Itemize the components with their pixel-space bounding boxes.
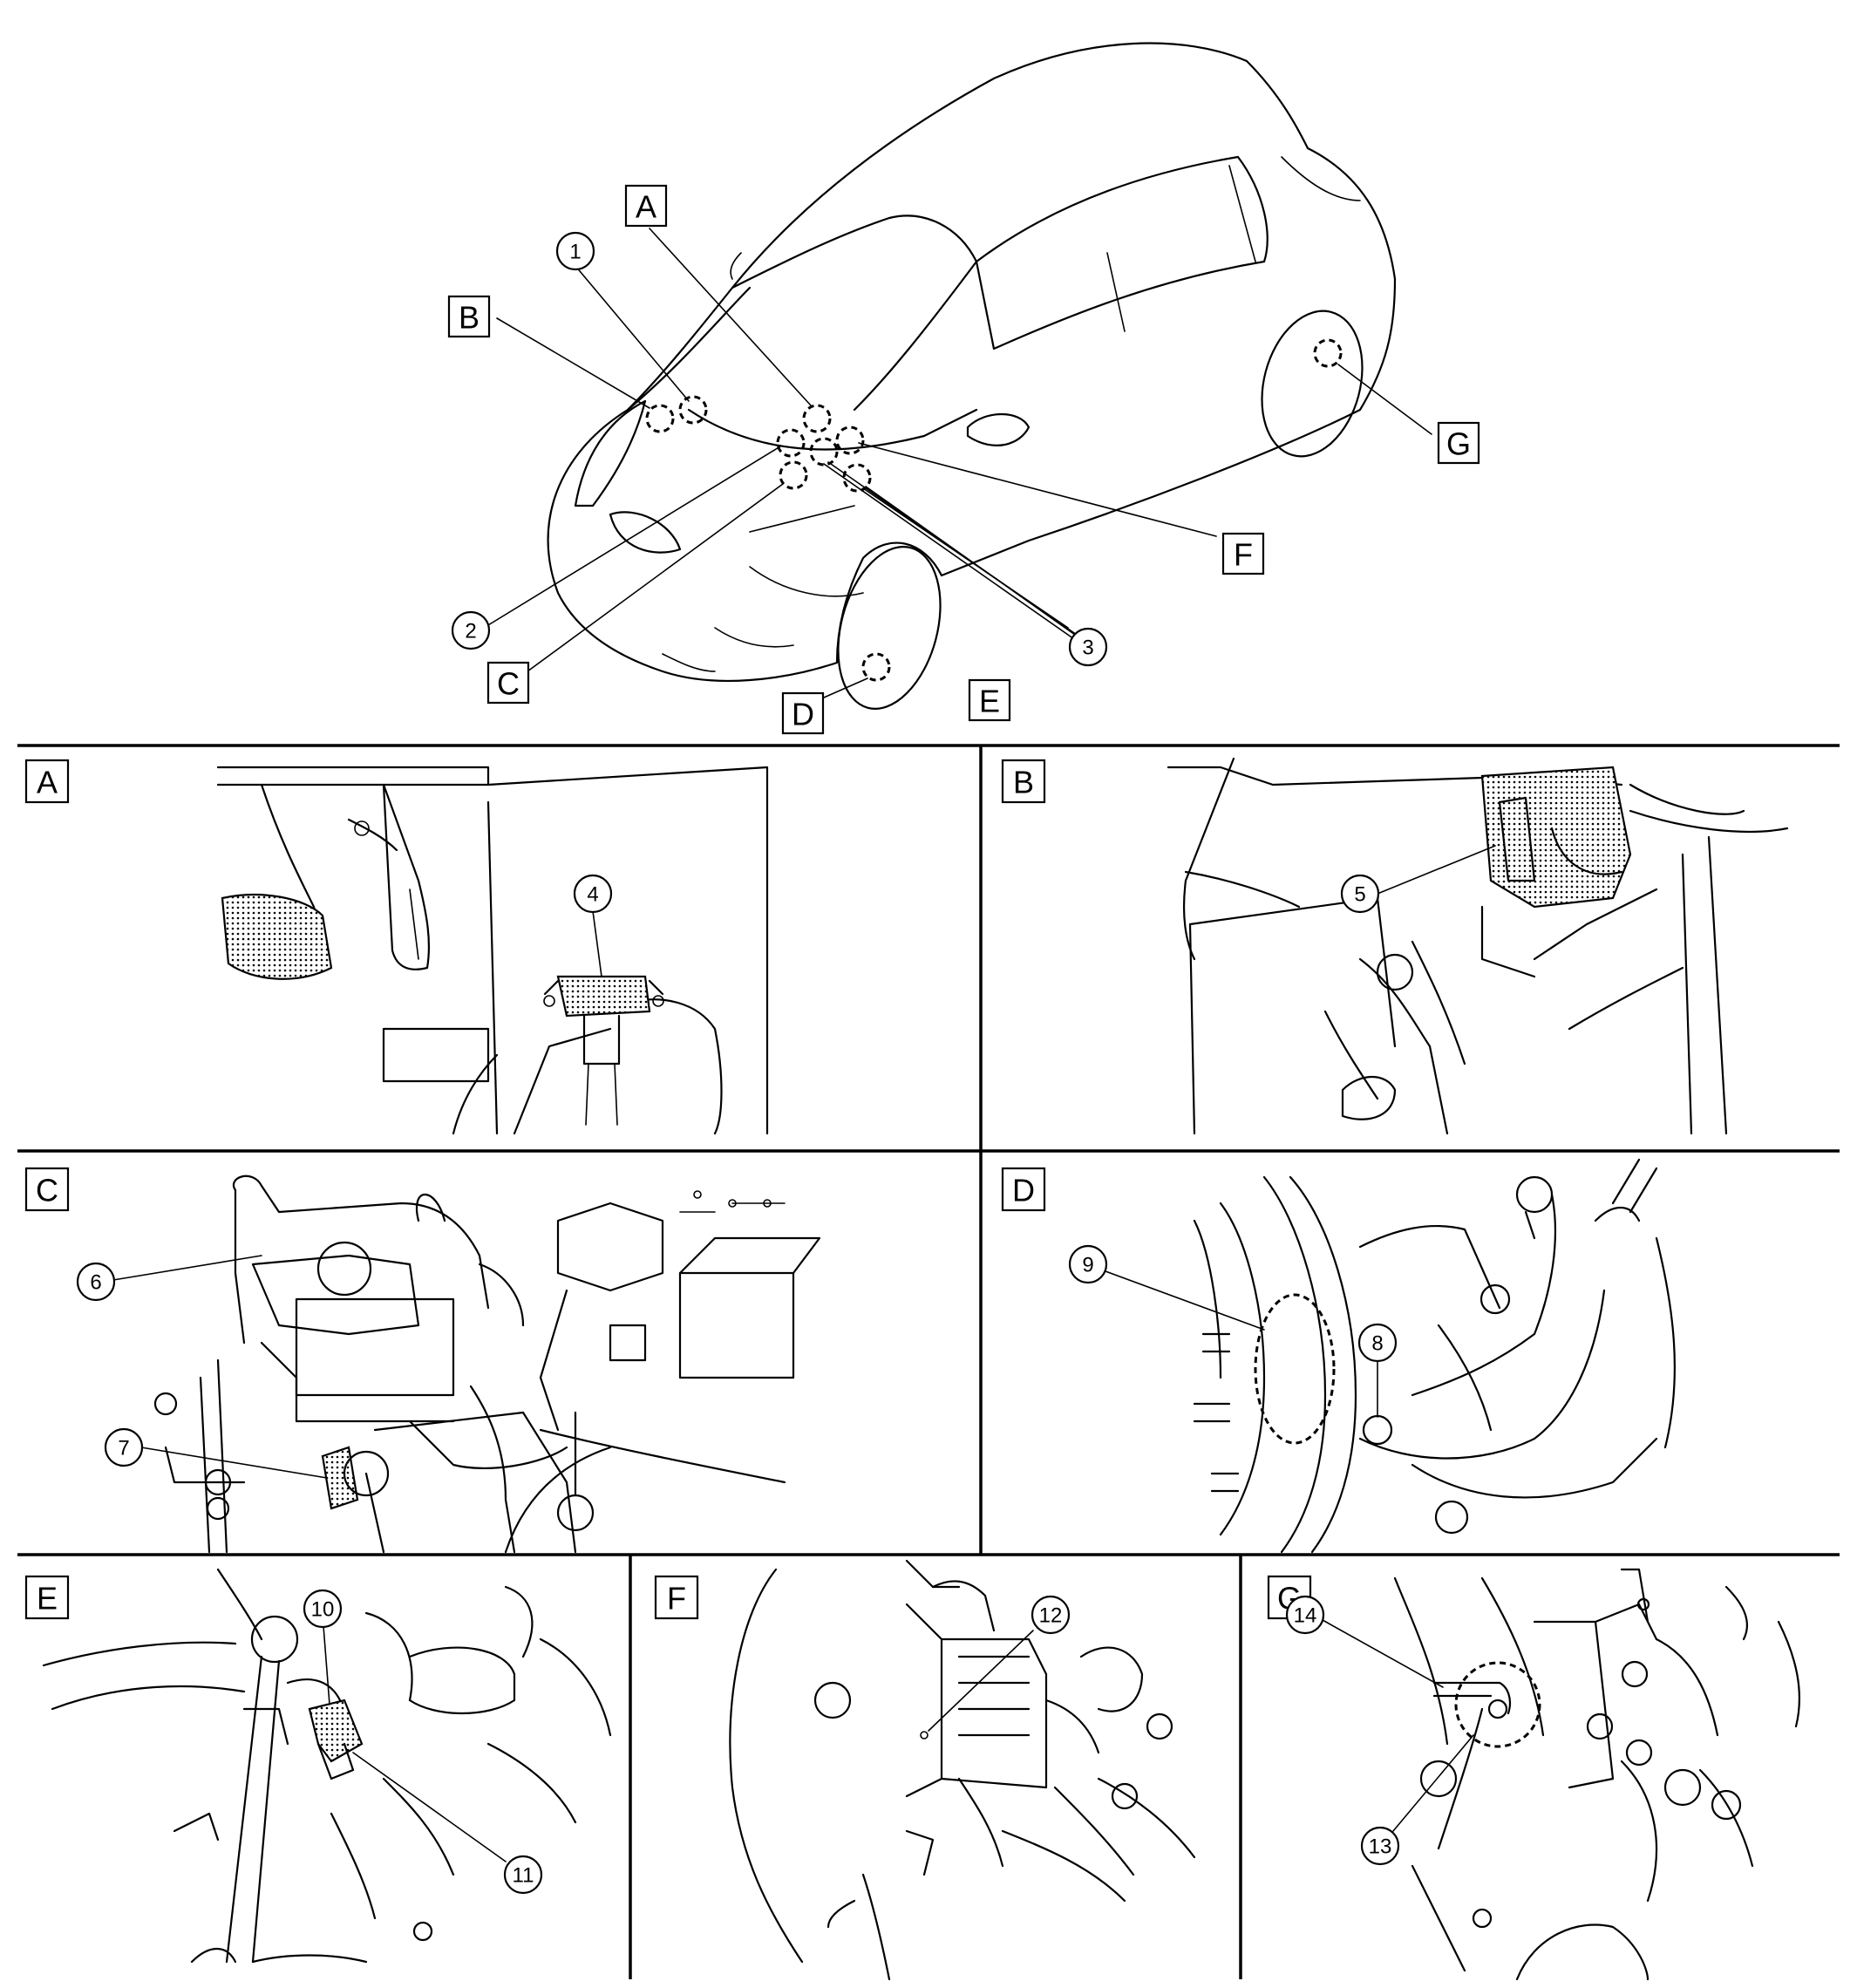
svg-text:C: C — [36, 1173, 58, 1208]
svg-text:4: 4 — [587, 883, 598, 907]
area-label-G: G — [1437, 421, 1480, 465]
svg-text:E: E — [979, 684, 1000, 719]
area-label-E: E — [968, 678, 1011, 722]
svg-text:A: A — [636, 189, 656, 225]
svg-text:5: 5 — [1354, 883, 1365, 907]
svg-text:13: 13 — [1369, 1835, 1392, 1859]
windshield — [731, 214, 978, 412]
part-number-9: 9 — [1068, 1244, 1108, 1284]
svg-text:D: D — [792, 697, 814, 732]
svg-text:F: F — [667, 1581, 686, 1617]
rear-wheel — [1261, 310, 1364, 458]
part-number-13: 13 — [1360, 1826, 1400, 1866]
panel-A: A 4 — [24, 759, 769, 1135]
part-number-5: 5 — [1340, 874, 1380, 914]
hood-line — [687, 408, 978, 451]
panel-E: E 10 11 — [24, 1568, 612, 1964]
svg-text:D: D — [1012, 1173, 1035, 1208]
area-label-A: A — [624, 184, 668, 228]
area-label-D: D — [781, 691, 825, 735]
svg-text:6: 6 — [90, 1271, 101, 1295]
part-number-8: 8 — [1357, 1323, 1398, 1363]
roofline — [626, 286, 752, 412]
part-number-12: 12 — [1031, 1595, 1071, 1635]
headlight — [574, 399, 647, 507]
part-number-10: 10 — [303, 1589, 343, 1629]
svg-text:B: B — [1013, 765, 1034, 800]
door-mirror — [966, 412, 1031, 446]
svg-text:B: B — [459, 300, 480, 336]
svg-text:C: C — [497, 666, 520, 702]
svg-text:14: 14 — [1294, 1604, 1317, 1628]
svg-text:12: 12 — [1039, 1604, 1063, 1628]
svg-text:2: 2 — [465, 620, 476, 643]
area-label-C: C — [486, 661, 530, 705]
part-number-4: 4 — [573, 874, 613, 914]
svg-text:3: 3 — [1082, 637, 1093, 660]
panel-B: B 5 — [1001, 757, 1789, 1135]
panel-C: C — [24, 1167, 821, 1554]
part-number-11: 11 — [503, 1855, 543, 1895]
panel-F: F 12 — [654, 1559, 1196, 1981]
area-label-F: F — [1221, 532, 1265, 575]
svg-text:G: G — [1446, 426, 1471, 462]
panel-D: D 9 8 — [1001, 1158, 1676, 1554]
area-label-B: B — [447, 295, 491, 338]
part-number-2: 2 — [451, 610, 491, 650]
svg-text:10: 10 — [311, 1598, 335, 1622]
svg-text:7: 7 — [118, 1437, 129, 1460]
part-number-6: 6 — [76, 1262, 116, 1302]
svg-text:E: E — [37, 1581, 58, 1617]
part-number-7: 7 — [104, 1427, 144, 1467]
panel-grid — [17, 744, 1840, 1979]
part-number-14: 14 — [1285, 1595, 1325, 1635]
svg-text:1: 1 — [569, 241, 581, 264]
svg-text:A: A — [37, 765, 58, 800]
panel-G: G 14 13 — [1267, 1568, 1801, 1981]
svg-text:9: 9 — [1082, 1254, 1093, 1277]
vehicle-overview: 1 2 3 A B C D E — [447, 42, 1480, 735]
svg-text:F: F — [1234, 537, 1253, 573]
part-number-1: 1 — [555, 231, 595, 271]
part-number-3: 3 — [1068, 627, 1108, 667]
front-wheel — [837, 546, 942, 710]
svg-text:11: 11 — [513, 1864, 534, 1888]
side-window — [975, 155, 1269, 351]
svg-text:8: 8 — [1371, 1332, 1383, 1356]
